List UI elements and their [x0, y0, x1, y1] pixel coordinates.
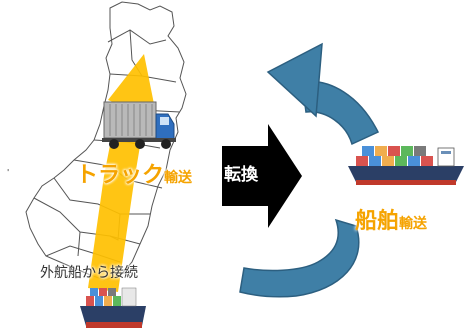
truck-label-suffix: 輸送: [164, 170, 193, 186]
truck-icon: [102, 101, 176, 149]
conversion-label: 転換: [224, 165, 258, 185]
container-ship-icon: [80, 287, 146, 328]
ship-transport-label: 船舶輸送: [355, 203, 427, 235]
ship-label-suffix: 輸送: [399, 216, 428, 232]
conversion-arrow-icon: [222, 124, 302, 228]
truck-transport-label: トラック輸送: [76, 157, 192, 189]
foreign-vessel-label: 外航船から接続: [40, 265, 138, 281]
container-ship-icon: [348, 146, 464, 185]
truck-label-main: トラック: [76, 163, 165, 188]
ship-label-main: 船舶: [355, 209, 400, 234]
stray-mark: ': [7, 168, 10, 177]
cycle-arrow-icon: [239, 42, 380, 298]
